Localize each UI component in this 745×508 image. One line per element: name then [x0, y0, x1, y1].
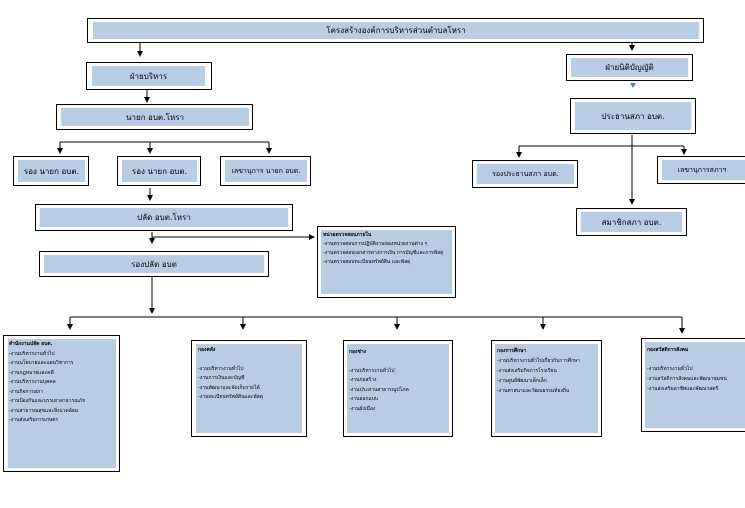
- council-secretary-label: เลขานุการสภาฯ: [677, 165, 727, 174]
- dept-engineering-content: กองช่าง -งานบริหารงานทั่วไป -งานก่อสร้าง…: [349, 348, 409, 414]
- dept-title: สำนักงานปลัด อบต.: [9, 341, 53, 347]
- dept-office-content: สำนักงานปลัด อบต. -งานบริหารงานทั่วไป -ง…: [9, 340, 85, 426]
- dept-item: -งานพัฒนาและจัดเก็บรายได้: [198, 384, 260, 391]
- mayor-fill: [61, 108, 249, 126]
- legislative-header: ฝ่ายนิติบัญญัติ: [605, 63, 654, 72]
- dept-item: -งานบริหารงานทั่วไปเกี่ยวกับการศึกษา: [497, 358, 581, 364]
- dept-item: -งานศาสนาและวัฒนธรรมท้องถิ่น: [497, 388, 570, 394]
- dept-item: -งานศูนย์พัฒนาเด็กเล็ก: [497, 378, 547, 384]
- dept-finance-content: กองคลัง -งานบริหารงานทั่วไป -งานการเงินแ…: [198, 346, 263, 403]
- dept-title: กองการศึกษา: [497, 348, 527, 354]
- blue-small-arrowhead: [630, 83, 636, 88]
- audit-item: -งานตรวจสอบทะเบียนทรัพย์สิน และพัสดุ: [323, 259, 411, 265]
- dept-title: กองช่าง: [349, 349, 367, 355]
- deputy-mayor-2-label: รอง นายก อบต.: [131, 166, 188, 176]
- dept-item: -งานการเงินและบัญชี: [198, 375, 245, 381]
- vice-chair-fill: [477, 164, 574, 184]
- dept-office-fill: [8, 339, 116, 468]
- mayor-secretary-fill: [225, 160, 307, 182]
- audit-item: -งานตรวจสอบการปฏิบัติงานของหน่วยงานต่าง …: [323, 241, 428, 247]
- dept-item: -งานบริหารงานทั่วไป: [198, 365, 244, 372]
- deputy-mayor-1-fill: [18, 160, 85, 182]
- dept-item: -งานทะเบียนทรัพย์สินและพัสดุ: [198, 394, 263, 400]
- dept-item: -งานบริหารงานทั่วไป: [9, 350, 55, 357]
- chief-admin-fill: [40, 208, 288, 227]
- dept-welfare-content: กองสวัสดิการสังคม -งานบริหารงานทั่วไป -ง…: [647, 345, 743, 394]
- chief-admin-label: ปลัด อบต.โหรา: [137, 213, 191, 222]
- audit-unit-title: หน่วยตรวจสอบภายใน: [323, 232, 372, 238]
- council-members-fill: [581, 212, 682, 232]
- dept-item: -งานผังเมือง: [349, 405, 376, 412]
- mayor-secretary-label: เลขานุการ นายก อบต.: [231, 166, 301, 175]
- dept-item: -งานกฎหมายและคดี: [9, 369, 54, 376]
- dept-finance-fill: [196, 344, 302, 433]
- dept-item: -งานนโยบายและแผนวิชาการ: [9, 360, 74, 366]
- title-fill: [93, 22, 699, 39]
- vice-chair-label: รองประธานสภา อบต.: [492, 169, 559, 178]
- dept-welfare-fill: [645, 342, 745, 428]
- audit-item: -งานตรวจสอบเอกสารทางการเงิน การบัญชีและก…: [323, 250, 444, 256]
- dept-item: -งานบริหารงานทั่วไป: [647, 366, 693, 372]
- audit-unit-fill: [321, 230, 452, 294]
- audit-unit-content: หน่วยตรวจสอบภายใน -งานตรวจสอบการปฏิบัติง…: [323, 231, 451, 267]
- dept-item: -งานกิจการสภา: [9, 388, 44, 395]
- dept-engineering-fill: [347, 344, 449, 433]
- council-secretary-fill: [662, 160, 745, 180]
- executive-header-fill: [92, 66, 205, 86]
- deputy-chief-fill: [44, 255, 264, 273]
- dept-title: กองคลัง: [198, 347, 216, 353]
- deputy-mayor-1-label: รอง นายก อบต.: [23, 166, 80, 176]
- dept-item: -งานสวัสดิการสังคมและพัฒนาชุมชน: [647, 376, 727, 382]
- dept-education-fill: [495, 344, 598, 433]
- executive-header: ฝ่ายบริหาร: [129, 71, 168, 81]
- deputy-chief-label: รองปลัด อบต: [131, 259, 177, 269]
- dept-item: -งานประสานสาธารณูปโภค: [349, 386, 409, 393]
- dept-title: กองสวัสดิการสังคม: [647, 347, 689, 353]
- dept-item: -งานส่งเสริมอาชีพและพัฒนาสตรี: [647, 386, 719, 392]
- dept-item: -งานป้องกันและบรรเทาสาธารณภัย: [9, 398, 86, 404]
- council-chair-label: ประธานสภา อบต.: [601, 111, 665, 121]
- deputy-mayor-2-fill: [122, 160, 197, 182]
- dept-item: -งานสาธารณสุขและสิ่งแวดล้อม: [9, 407, 79, 414]
- legislative-header-fill: [571, 58, 688, 77]
- council-chair-fill: [575, 102, 691, 130]
- dept-item: -งานก่อสร้าง: [349, 377, 377, 383]
- dept-item: -งานส่งเสริมการเกษตร: [9, 417, 59, 423]
- dept-item: -งานส่งเสริมกิจการโรงเรียน: [497, 368, 557, 374]
- dept-item: -งานบริหารงานทั่วไป: [349, 367, 395, 374]
- dept-item: -งานออกแบบ: [349, 396, 379, 402]
- dept-education-content: กองการศึกษา -งานบริหารงานทั่วไปเกี่ยวกับ…: [497, 346, 597, 396]
- council-members-label: สมาชิกสภา อบต.: [601, 217, 662, 227]
- dept-item: -งานบริหารงานบุคคล: [9, 379, 56, 385]
- mayor-label: นายก อบต.โหรา: [125, 112, 184, 122]
- org-title: โครงสร้างองค์การบริหารส่วนตำบลโหรา: [326, 26, 466, 35]
